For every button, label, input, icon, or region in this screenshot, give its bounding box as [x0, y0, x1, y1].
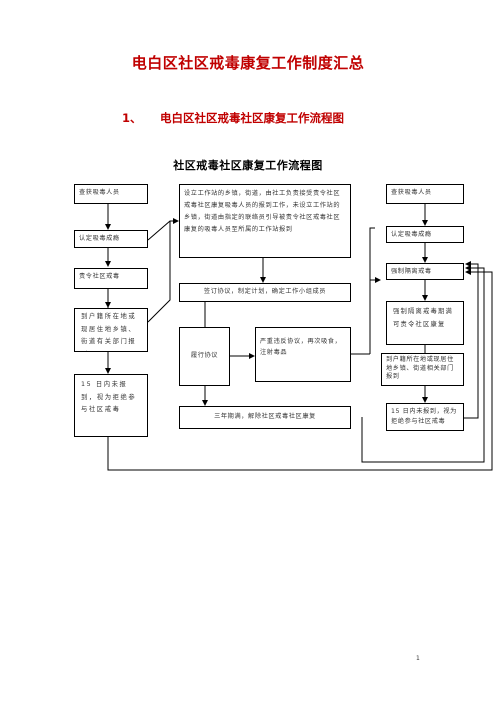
box-middle-station: 设立工作站的乡镇，街道，由社工负责接受责令社区戒毒社区康复吸毒人员的报到工作，未…	[179, 184, 351, 258]
box-left-report: 到户籍所在地或现居住地乡镇、街道有关部门报到	[74, 308, 148, 352]
box-left-addicted: 认定吸毒成瘾	[74, 230, 148, 248]
arrow-addicted-to-station	[147, 218, 179, 241]
arrow-violate-to-report	[369, 277, 381, 354]
line-report-to-station	[147, 221, 171, 323]
loop-left-refuse	[107, 269, 493, 471]
box-right-addicted: 认定吸毒成瘾	[386, 226, 464, 243]
page-number: 1	[416, 655, 420, 662]
box-left-found: 查获吸毒人员	[74, 184, 148, 204]
chart-title: 社区戒毒社区康复工作流程图	[173, 159, 323, 172]
loop-release	[361, 265, 485, 463]
box-middle-agreement: 签订协议，制定计划，确定工作小组成员	[179, 283, 351, 302]
box-middle-release: 三年期满，解除社区戒毒社区康复	[179, 406, 351, 429]
box-right-compulsory: 强制隔离戒毒	[386, 263, 464, 280]
box-middle-perform: 履行协议	[179, 327, 230, 386]
box-right-found: 查获吸毒人员	[386, 184, 464, 204]
box-middle-violate: 严重违反协议，再次吸食，注射毒品	[255, 327, 351, 382]
box-right-report: 到户籍所在地或现居住地乡镇、街道相关部门报到	[381, 353, 464, 386]
loop-right-refuse	[464, 261, 479, 419]
box-right-expiry: 强制隔离戒毒期满可责令社区康复	[386, 301, 464, 345]
document-title: 电白区社区戒毒康复工作制度汇总	[131, 54, 365, 72]
box-right-refuse: 15 日内未报到，视为拒绝参与社区戒毒	[386, 403, 464, 431]
line-violate-up	[369, 227, 375, 354]
box-left-ordered: 责令社区戒毒	[74, 268, 148, 289]
section-heading: 1、 电白区社区戒毒社区康复工作流程图	[122, 110, 344, 126]
section-number: 1、	[122, 111, 142, 125]
section-title: 电白区社区戒毒社区康复工作流程图	[160, 111, 344, 125]
box-left-refuse: 15 日内未报到，视为拒绝参与社区戒毒	[74, 374, 148, 437]
